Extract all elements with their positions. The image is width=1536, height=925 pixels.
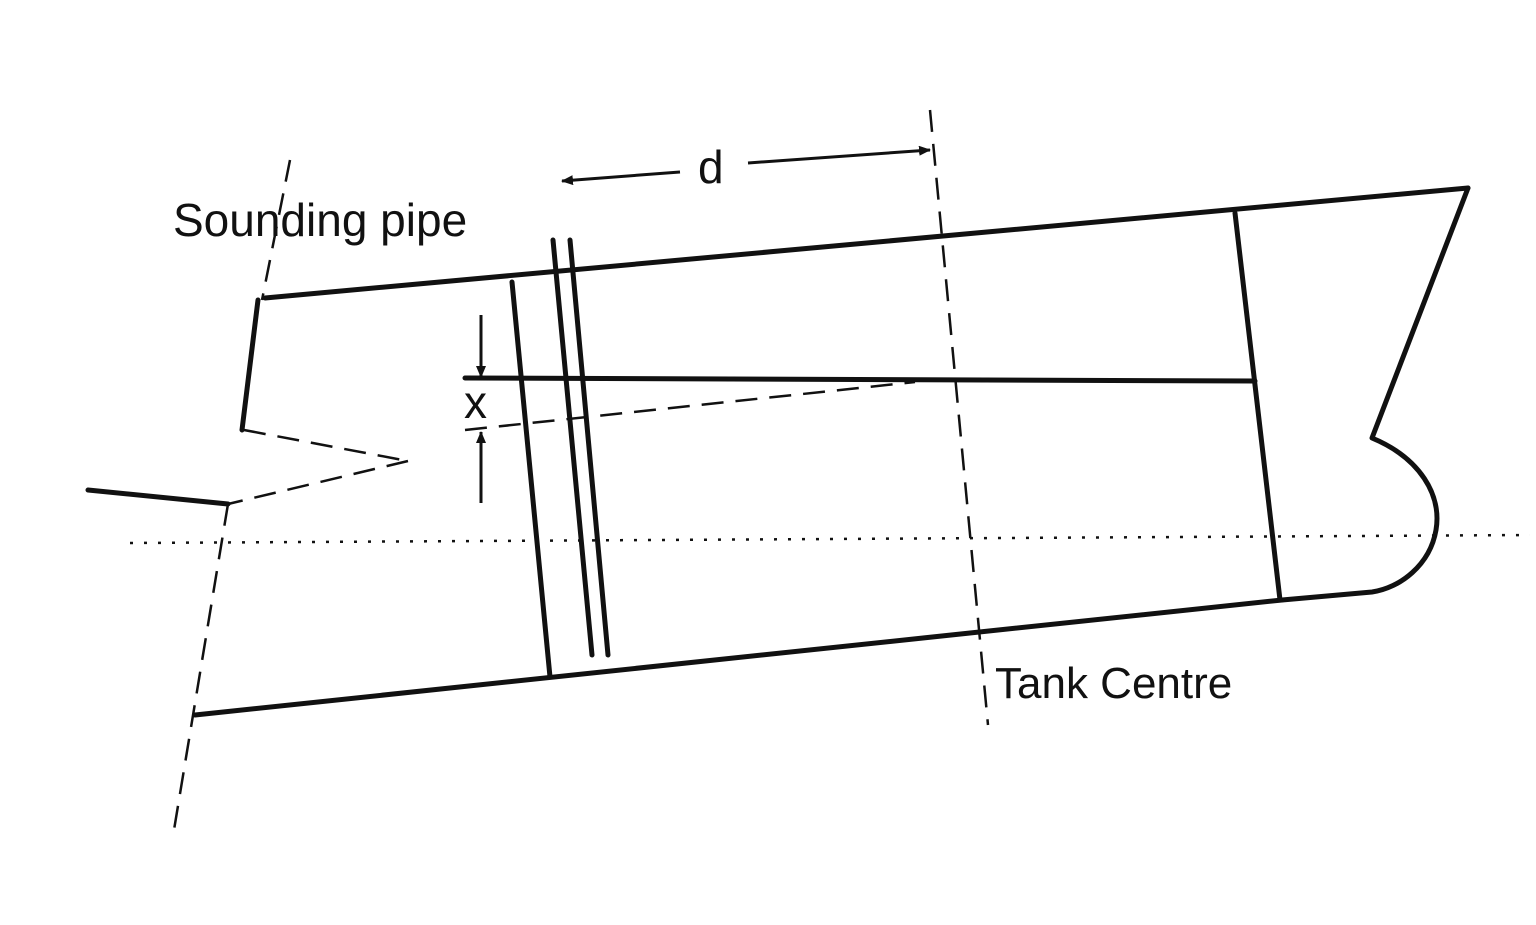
trimmed-level-line (464, 380, 916, 432)
horizontal-reference-line (129, 533, 1531, 545)
break-line-solid (85, 297, 261, 507)
deck-line (262, 185, 1471, 301)
bow-outline (1279, 185, 1471, 603)
sounding-pipe (550, 237, 611, 658)
tank-centre-line (928, 109, 990, 726)
distance-d-label: d (698, 141, 724, 193)
break-line-dashed (172, 159, 409, 831)
tank-centre-label: Tank Centre (995, 659, 1232, 708)
distance-d-dimension (561, 145, 931, 186)
tank-forward-bulkhead (1232, 210, 1283, 603)
sounding-pipe-label: Sounding pipe (173, 194, 467, 246)
liquid-level-line (462, 375, 1258, 384)
tank-aft-bulkhead (509, 279, 553, 680)
offset-x-label: x (464, 376, 487, 428)
keel-line (192, 597, 1285, 718)
